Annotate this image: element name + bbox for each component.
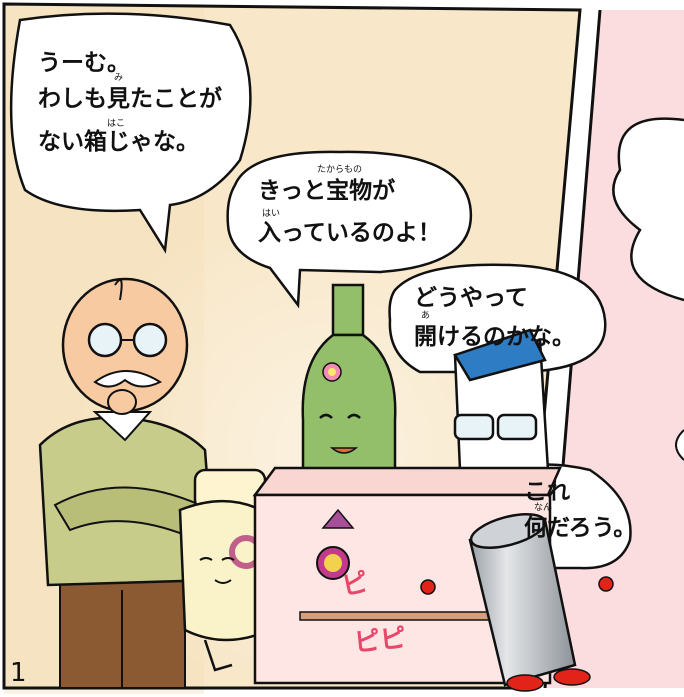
blue-carton-speech-bubble [388, 263, 607, 374]
panel-2-speech-bubble [612, 117, 684, 302]
elder-speech-bubble [9, 12, 252, 254]
sfx-pi: ピ [339, 567, 371, 603]
carton-line-1: どうやって [414, 285, 528, 311]
panel-number: 1 [10, 658, 27, 688]
ruby-takaramono: たからもの [317, 165, 363, 175]
ruby-hai: はい [262, 209, 281, 219]
box-slot [299, 611, 513, 621]
ruby-nan: なん [534, 503, 553, 513]
ruby-hako: はこ [107, 119, 126, 129]
flower-line-2: 入っているのよ！ [258, 220, 441, 246]
glasses-icon [87, 322, 123, 358]
ruby-mi: み [114, 73, 124, 83]
elder-line-1: うーむ。 [38, 50, 130, 76]
ruby-a: あ [421, 311, 431, 321]
carton-glasses-icon [453, 413, 495, 441]
elder-line-3: ない箱じゃな。 [38, 129, 199, 155]
flower-bottle-speech-bubble [226, 150, 473, 309]
triangle-icon [321, 508, 355, 529]
can-character [420, 513, 614, 692]
elder-line-2: わしも見たことが [38, 86, 222, 112]
flower-line-1: きっと宝物が [258, 178, 396, 204]
can-line-1: これ [524, 479, 570, 505]
elder-mustache [93, 370, 163, 388]
can-line-2: 何だろう。 [524, 515, 637, 541]
sfx-pipi: ピピ [352, 623, 408, 659]
carton-character [453, 328, 550, 472]
carton-line-2: 開けるのかな。 [414, 324, 575, 350]
elder-character [38, 277, 217, 689]
